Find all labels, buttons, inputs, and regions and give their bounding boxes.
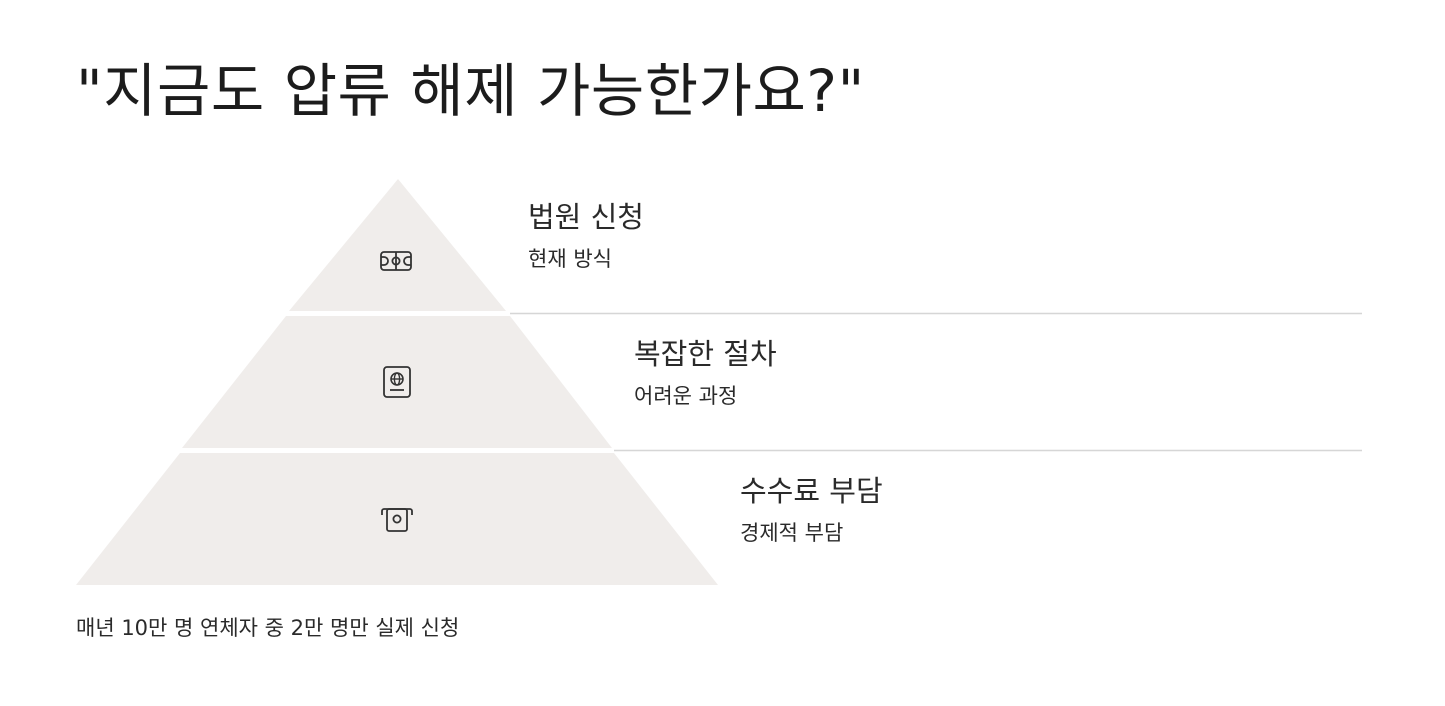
footnote: 매년 10만 명 연체자 중 2만 명만 실제 신청: [76, 616, 460, 640]
tier-2-subtitle: 어려운 과정: [634, 383, 738, 408]
pyramid-tier-1: [289, 179, 506, 311]
passport-icon: [380, 365, 414, 399]
cash-machine-icon: [380, 503, 414, 537]
tier-2-text: 복잡한 절차 어려운 과정: [634, 337, 777, 409]
tier-2-heading: 복잡한 절차: [634, 337, 777, 371]
pyramid-tier-3: [76, 453, 718, 585]
stadium-field-icon: [380, 245, 414, 279]
tier-3-text: 수수료 부담 경제적 부담: [740, 474, 883, 546]
page-title: "지금도 압류 해제 가능한가요?": [76, 57, 865, 125]
pyramid-tier-2: [182, 316, 612, 448]
tier-1-heading: 법원 신청: [528, 200, 644, 234]
tier-3-heading: 수수료 부담: [740, 474, 883, 508]
tier-1-subtitle: 현재 방식: [528, 246, 612, 271]
tier-3-subtitle: 경제적 부담: [740, 520, 844, 545]
tier-1-text: 법원 신청 현재 방식: [528, 200, 644, 272]
